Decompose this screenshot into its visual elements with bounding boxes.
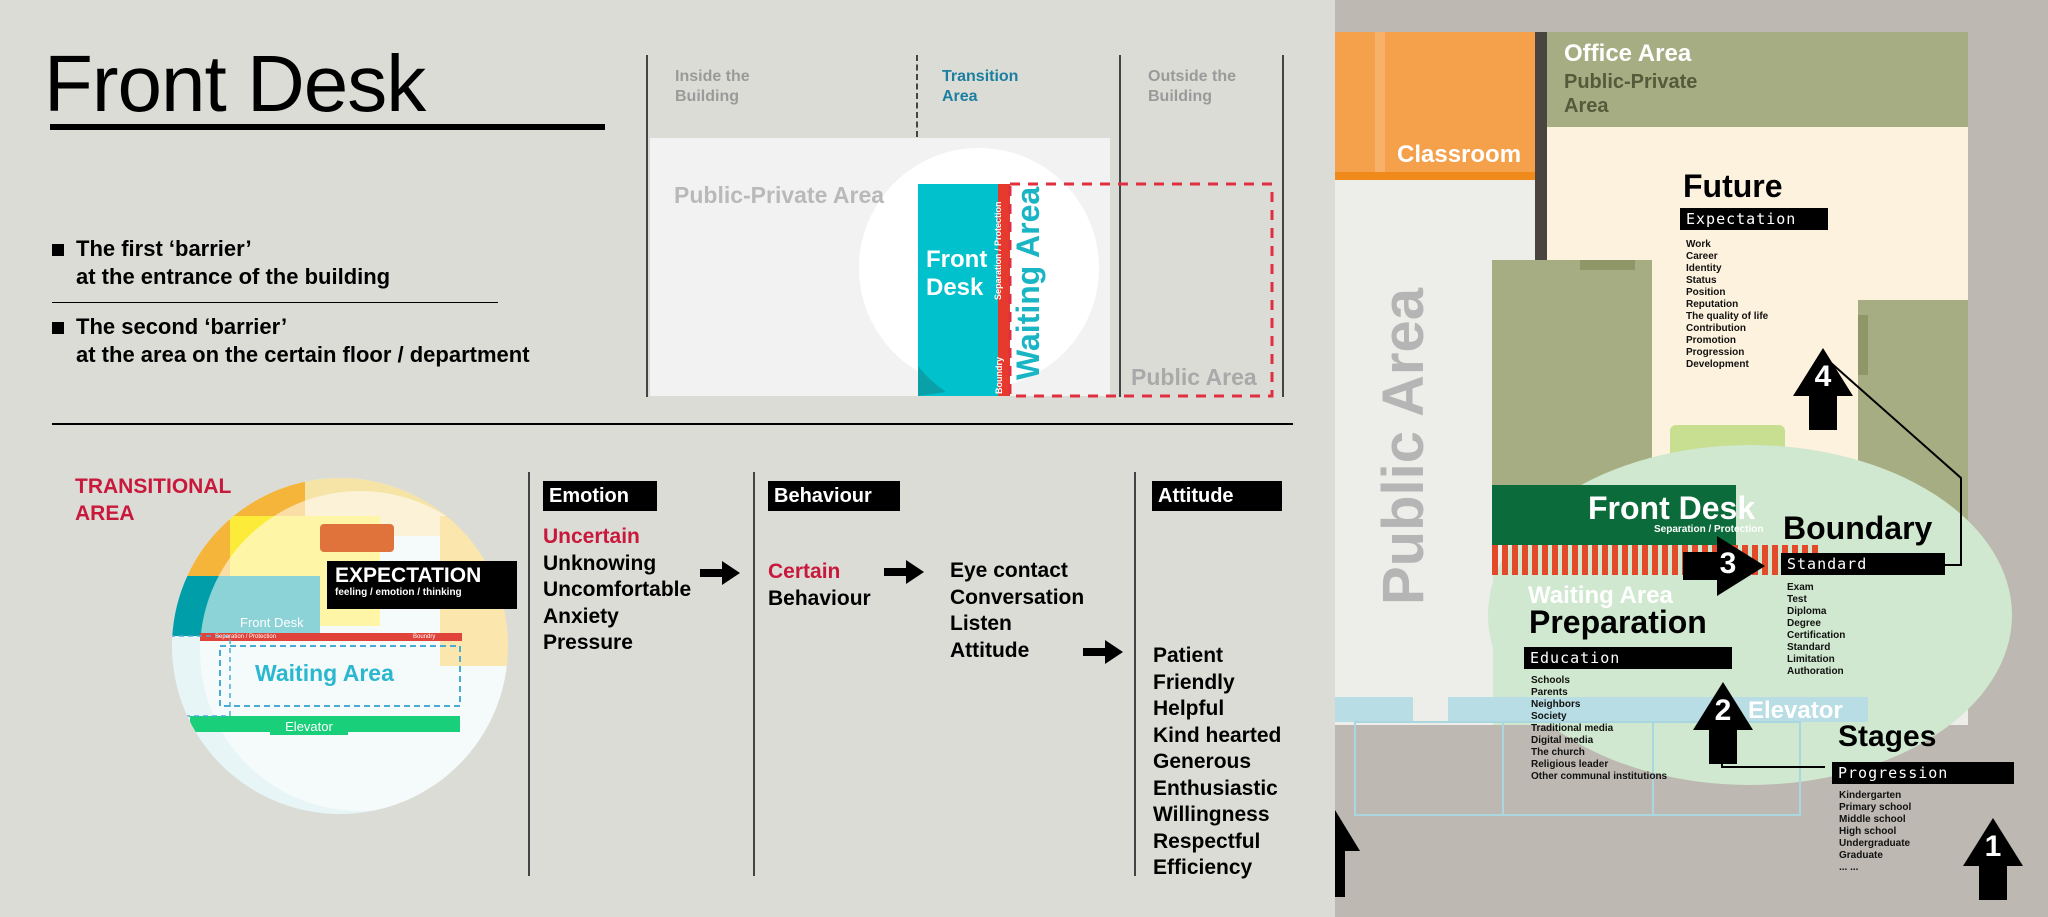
list-item: Uncertain <box>543 525 640 548</box>
transitional-circle <box>172 478 508 814</box>
stages-label: Progression <box>1832 762 2014 784</box>
transitional-separation-label: Separation / Protection <box>215 634 277 640</box>
list-item: Willingness <box>1153 803 1270 826</box>
classroom-label: Classroom <box>1397 141 1522 168</box>
zone-inside-label: Inside the Building <box>675 68 750 105</box>
attitude-list: Patient Friendly Helpful Kind hearted Ge… <box>1153 643 1281 882</box>
stages-list: Kindergarten Primary school Middle schoo… <box>1839 790 1912 873</box>
barrier-1: The first ‘barrier’ at the entrance of t… <box>52 235 390 291</box>
list-item: Kind hearted <box>1153 723 1282 747</box>
list-item: Unknowing <box>543 551 657 575</box>
office-area-label: Office Area <box>1564 40 1692 67</box>
future-label: Expectation <box>1680 208 1828 230</box>
bullet-icon <box>52 322 64 334</box>
barrier-2: The second ‘barrier’ at the area on the … <box>52 313 530 369</box>
zone-line-outside <box>1119 55 1121 397</box>
column-divider-2 <box>753 472 755 876</box>
preparation-list: Schools Parents Neighbors Society Tradit… <box>1531 675 1668 782</box>
stage-3-arrow-icon <box>1683 536 1765 596</box>
column-divider-3 <box>1134 472 1136 876</box>
section-diagram <box>650 138 1274 398</box>
stage-1-arrow-icon <box>1963 818 2023 900</box>
arrow-right-icon <box>700 561 740 585</box>
list-item: Conversation <box>950 585 1085 609</box>
floor-elevator-label: Elevator <box>1748 697 1843 724</box>
list-item: Enthusiastic <box>1153 776 1278 800</box>
floorplan-drawing <box>1335 32 2012 897</box>
public-private-label: Public-Private Area <box>674 182 885 208</box>
boundry-label: Boundry <box>994 357 1004 394</box>
preparation-label: Education <box>1524 647 1732 669</box>
floor-waiting-area-label: Waiting Area <box>1528 582 1673 609</box>
transitional-heading: TRANSITIONAL AREA <box>75 475 232 525</box>
list-item: Generous <box>1153 750 1252 773</box>
column-divider-1 <box>528 472 530 876</box>
boundary-list: Exam Test Diploma Degree Certification S… <box>1787 582 1846 677</box>
arrow-right-icon <box>1083 640 1123 664</box>
floor-front-desk-label: Front Desk <box>1588 490 1756 526</box>
list-item: Anxiety <box>543 604 619 628</box>
list-item: Efficiency <box>1153 856 1253 879</box>
transitional-waiting-area-label: Waiting Area <box>255 660 394 686</box>
stage-4-arrow-icon <box>1793 348 1853 430</box>
floor-public-area-label: Public Area <box>1371 288 1436 605</box>
bullet-icon <box>52 244 64 256</box>
list-item: Uncomfortable <box>543 578 692 601</box>
transitional-elevator-label: Elevator <box>270 718 348 735</box>
emotion-label: Emotion <box>543 481 657 511</box>
future-list: Work Career Identity Status Position Rep… <box>1686 239 1769 370</box>
transitional-front-desk-label: Front Desk <box>240 615 304 630</box>
stage-number: 4 <box>1814 360 1832 393</box>
preparation-title: Preparation <box>1529 604 1707 640</box>
office-public-private-label: Public-Private Area <box>1564 71 1698 117</box>
boundary-title: Boundary <box>1783 510 1933 546</box>
emotion-list: Uncertain Unknowing Uncomfortable Anxiet… <box>543 524 691 657</box>
title-underline <box>50 124 605 130</box>
transitional-boundry-label: Boundry <box>413 634 436 640</box>
zone-line-transition <box>916 55 918 137</box>
list-item: Respectful <box>1153 829 1261 853</box>
list-item: Patient <box>1153 644 1224 667</box>
section-divider <box>52 423 1293 425</box>
behaviour-label: Behaviour <box>768 481 900 511</box>
list-item: Friendly <box>1153 670 1235 694</box>
page-title: Front Desk <box>44 39 426 128</box>
zone-outside-label: Outside the Building <box>1148 68 1237 105</box>
section-front-desk-label: Front Desk <box>926 246 988 301</box>
list-item: Attitude <box>950 638 1030 662</box>
stages-title: Stages <box>1838 720 1937 753</box>
separation-label: Separation / Protection <box>993 201 1003 300</box>
list-item: Pressure <box>543 631 633 654</box>
attitude-label: Attitude <box>1152 481 1282 511</box>
zone-line-end <box>1282 55 1284 397</box>
stage-number: 1 <box>1984 830 2002 863</box>
future-title: Future <box>1683 168 1783 204</box>
arrow-right-icon <box>884 560 924 584</box>
behaviour-state: Certain Behaviour <box>768 560 871 610</box>
list-item: Listen <box>950 612 1012 635</box>
boundary-label: Standard <box>1781 553 1945 575</box>
stage-2-arrow-icon <box>1693 682 1753 764</box>
expectation-box: EXPECTATION feeling / emotion / thinking <box>327 561 517 609</box>
zone-line-inside <box>646 55 648 397</box>
section-waiting-area-label: Waiting Area <box>1010 186 1046 380</box>
stage-number: 3 <box>1719 547 1737 580</box>
barrier-divider <box>52 302 498 303</box>
behaviour-list: Eye contact Conversation Listen Attitude <box>950 558 1084 664</box>
list-item: Eye contact <box>950 559 1068 582</box>
floor-separation-label: Separation / Protection <box>1654 524 1764 535</box>
list-item: Helpful <box>1153 697 1225 720</box>
stage-number: 2 <box>1714 694 1732 727</box>
section-public-area-label: Public Area <box>1131 364 1257 390</box>
zone-transition-label: Transition Area <box>942 68 1019 105</box>
